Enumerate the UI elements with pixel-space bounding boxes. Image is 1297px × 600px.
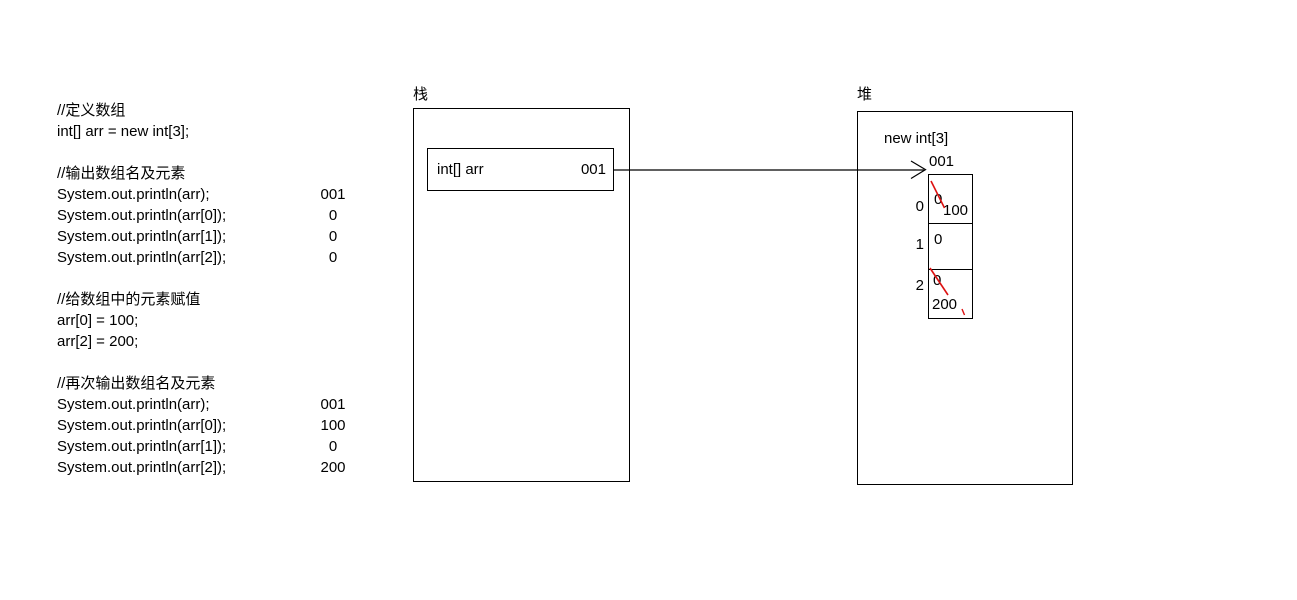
cell2-old-value: 0 [933, 272, 942, 289]
output-value: 0 [328, 207, 338, 224]
code-statement: System.out.println(arr[1]); [57, 228, 227, 245]
code-line: arr[2] = 200; [57, 331, 361, 352]
array-cell-1 [929, 223, 972, 269]
code-line: System.out.println(arr); 001 [57, 184, 361, 205]
cell1-value: 0 [934, 231, 943, 248]
code-line: arr[0] = 100; [57, 310, 361, 331]
output-value [305, 163, 361, 184]
code-line: System.out.println(arr[1]); 0 [57, 436, 361, 457]
code-line-blank [57, 268, 361, 289]
stack-region-box [413, 108, 630, 482]
code-comment: //再次输出数组名及元素 [57, 375, 216, 392]
cell0-new-value: 100 [943, 202, 969, 219]
output-value [305, 100, 361, 121]
output-value [305, 331, 361, 352]
code-line: System.out.println(arr); 001 [57, 394, 361, 415]
array-index-1: 1 [915, 236, 924, 253]
code-line-blank [57, 142, 361, 163]
stack-region-label: 栈 [413, 86, 429, 103]
code-statement: System.out.println(arr); [57, 186, 210, 203]
output-value: 0 [328, 438, 338, 455]
heap-allocation-label: new int[3] [884, 130, 949, 147]
code-comment: //定义数组 [57, 102, 126, 119]
code-comment: //输出数组名及元素 [57, 165, 186, 182]
output-value: 0 [328, 249, 338, 266]
array-box [928, 174, 973, 319]
heap-region-label: 堆 [857, 86, 873, 103]
output-value: 200 [320, 459, 346, 476]
output-value [305, 310, 361, 331]
code-line: System.out.println(arr[0]); 0 [57, 205, 361, 226]
code-line: System.out.println(arr[1]); 0 [57, 226, 361, 247]
output-value: 100 [320, 417, 346, 434]
output-value: 001 [320, 186, 346, 203]
variable-name: int[] arr [437, 161, 484, 178]
array-cell-2 [929, 269, 972, 318]
array-index-2: 2 [915, 277, 924, 294]
output-value [305, 289, 361, 310]
code-line: System.out.println(arr[2]); 200 [57, 457, 361, 478]
code-comment: //给数组中的元素赋值 [57, 291, 201, 308]
code-statement: System.out.println(arr[0]); [57, 207, 227, 224]
code-line: int[] arr = new int[3]; [57, 121, 361, 142]
cell0-old-value: 0 [934, 191, 943, 208]
output-value: 0 [328, 228, 338, 245]
code-statement: int[] arr = new int[3]; [57, 123, 190, 140]
code-statement: arr[2] = 200; [57, 333, 139, 350]
array-index-0: 0 [915, 198, 924, 215]
code-line: //定义数组 [57, 100, 361, 121]
output-value [305, 121, 361, 142]
heap-address-label: 001 [929, 153, 955, 170]
code-line: //给数组中的元素赋值 [57, 289, 361, 310]
code-line: //再次输出数组名及元素 [57, 373, 361, 394]
code-statement: System.out.println(arr[2]); [57, 459, 227, 476]
stack-variable-box: int[] arr 001 [427, 148, 614, 191]
output-value [305, 373, 361, 394]
code-line-blank [57, 352, 361, 373]
code-statement: arr[0] = 100; [57, 312, 139, 329]
cell2-new-value: 200 [932, 296, 958, 313]
code-statement: System.out.println(arr[0]); [57, 417, 227, 434]
variable-value: 001 [580, 161, 606, 178]
heap-region-box [857, 111, 1073, 485]
output-value: 001 [320, 396, 346, 413]
code-line: System.out.println(arr[0]); 100 [57, 415, 361, 436]
code-panel: //定义数组 int[] arr = new int[3]; //输出数组名及元… [57, 100, 361, 478]
code-statement: System.out.println(arr); [57, 396, 210, 413]
code-statement: System.out.println(arr[1]); [57, 438, 227, 455]
code-line: //输出数组名及元素 [57, 163, 361, 184]
code-statement: System.out.println(arr[2]); [57, 249, 227, 266]
code-line: System.out.println(arr[2]); 0 [57, 247, 361, 268]
